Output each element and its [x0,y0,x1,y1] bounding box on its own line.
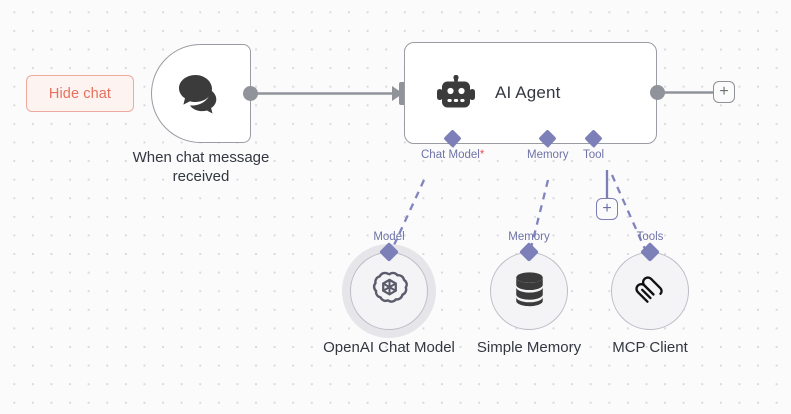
agent-connector-memory[interactable]: Memory [527,129,569,161]
node-mcp-client[interactable]: Tools MCP Client [600,231,700,356]
subnode-connector-label: Tools [636,231,664,243]
add-tool-button[interactable]: + [596,198,618,220]
hide-chat-label: Hide chat [48,85,112,102]
agent-connector-tool-label: Tool [583,149,605,161]
agent-connector-memory-label: Memory [527,149,569,161]
trigger-output-connector[interactable] [243,86,258,101]
node-openai-chat-model-label: OpenAI Chat Model [323,339,455,356]
subnode-connector-label: Model [373,231,405,243]
subnode-circle[interactable] [490,252,568,330]
node-trigger-label: When chat message received [132,149,270,185]
subnode-circle[interactable] [350,252,428,330]
node-mcp-client-label: MCP Client [612,339,688,356]
node-openai-chat-model[interactable]: Model OpenAI Chat Model [313,231,465,356]
plus-icon: + [719,82,729,100]
node-ai-agent-label: AI Agent [495,83,561,102]
node-simple-memory[interactable]: Memory Simple Memory [468,231,590,356]
node-simple-memory-label: Simple Memory [476,339,582,356]
hide-chat-button[interactable]: Hide chat [26,75,134,112]
robot-icon [437,75,475,111]
openai-logo-icon [371,270,408,312]
mcp-logo-icon [632,271,668,312]
subnode-connector-label: Memory [508,231,550,243]
plus-icon: + [602,199,612,217]
agent-connector-chat-model-label: Chat Model* [421,149,485,161]
agent-output-connector[interactable] [650,85,665,100]
node-when-chat-message-received[interactable] [151,44,251,143]
agent-input-port[interactable] [399,82,407,105]
required-marker: * [479,149,485,161]
node-ai-agent[interactable]: AI Agent [404,42,657,144]
subnode-circle[interactable] [611,252,689,330]
database-icon [513,271,546,312]
chat-bubbles-icon [177,73,225,115]
agent-connector-tool[interactable]: Tool [583,129,605,161]
add-node-button-main[interactable]: + [713,81,735,103]
agent-connector-chat-model[interactable]: Chat Model* [421,129,485,161]
